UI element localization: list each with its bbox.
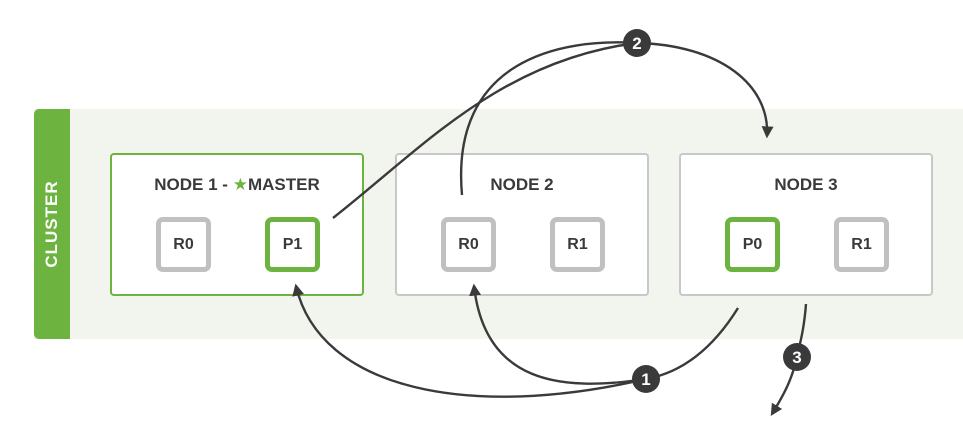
cluster-tab [34, 109, 70, 339]
star-icon: ★ [232, 175, 248, 194]
replica-shard-r1: R1 [550, 217, 605, 272]
node-1-title-prefix: NODE 1 - [154, 175, 233, 194]
replica-shard-r0: R0 [156, 217, 211, 272]
arrow-step-1-to-node2-r0 [469, 283, 647, 385]
step-3-label: 3 [792, 348, 801, 367]
step-1-badge: 1 [632, 365, 660, 393]
arrow-node2-r0-to-step-2 [459, 41, 638, 196]
arrow-p1-to-step-2 [332, 41, 638, 219]
primary-shard-p1: P1 [265, 217, 320, 272]
replica-shard-r0: R0 [441, 217, 496, 272]
replica-shard-r1: R1 [834, 217, 889, 272]
arrow-node3-to-step-1 [645, 307, 740, 381]
arrow-step-1-to-p1 [292, 283, 647, 398]
node-2-title: NODE 2 [490, 175, 554, 194]
node-3: NODE 3 P0 R1 [679, 153, 933, 296]
arrow-step-2-to-node-3 [636, 41, 774, 139]
step-3-badge: 3 [783, 343, 811, 371]
node-1-title: NODE 1 - ★MASTER [112, 175, 362, 195]
primary-shard-p0: P0 [725, 217, 780, 272]
step-1-label: 1 [641, 370, 650, 389]
node-3-title: NODE 3 [774, 175, 838, 194]
node-1-title-suffix: MASTER [247, 175, 320, 194]
node-1: NODE 1 - ★MASTER R0 P1 [110, 153, 364, 296]
node-2: NODE 2 R0 R1 [395, 153, 649, 296]
step-2-badge: 2 [623, 29, 651, 57]
step-2-label: 2 [632, 34, 641, 53]
